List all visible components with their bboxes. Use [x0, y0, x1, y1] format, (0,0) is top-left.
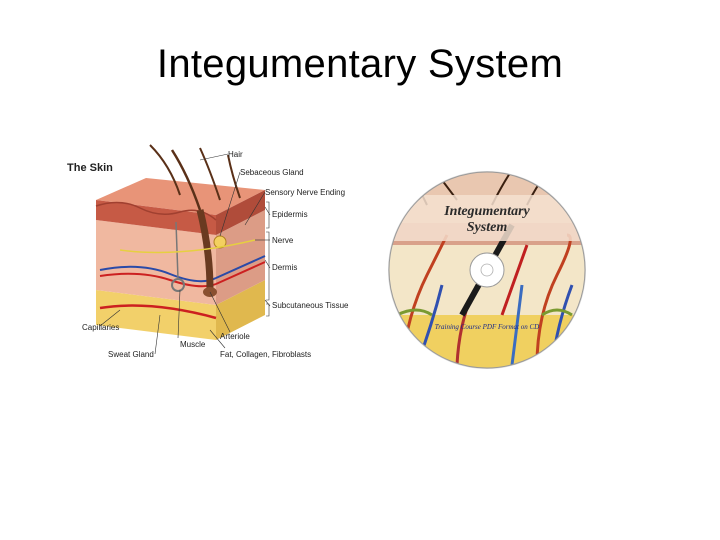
cd-title-line2: System: [466, 220, 508, 235]
label-arteriole: Arteriole: [220, 332, 250, 341]
slide-title: Integumentary System: [156, 42, 564, 86]
label-hair: Hair: [228, 150, 243, 159]
label-sebaceous-gland: Sebaceous Gland: [240, 168, 304, 177]
label-nerve: Nerve: [272, 236, 294, 245]
label-capillaries: Capillaries: [82, 323, 120, 332]
label-epidermis: Epidermis: [272, 210, 308, 219]
label-dermis: Dermis: [272, 263, 298, 272]
label-sweat-gland: Sweat Gland: [108, 350, 154, 359]
cd-title-line1: Integumentary: [444, 204, 530, 219]
skin-diagram-title: The Skin: [67, 162, 113, 174]
label-subcutaneous-tissue: Subcutaneous Tissue: [272, 301, 349, 310]
skin-illustration: [95, 144, 271, 355]
skin-diagram: The Skin Hair Sebaceous Gland Sensory Ne…: [60, 140, 360, 370]
label-muscle: Muscle: [180, 340, 206, 349]
cd-subtitle: Training Course PDF Format on CD: [434, 323, 540, 331]
cd-disc-illustration: [388, 171, 586, 369]
cd-cover: Integumentary System Training Course PDF…: [387, 165, 587, 375]
label-fat-collagen-fibroblasts: Fat, Collagen, Fibroblasts: [220, 350, 312, 359]
label-sensory-nerve-ending: Sensory Nerve Ending: [265, 188, 346, 197]
